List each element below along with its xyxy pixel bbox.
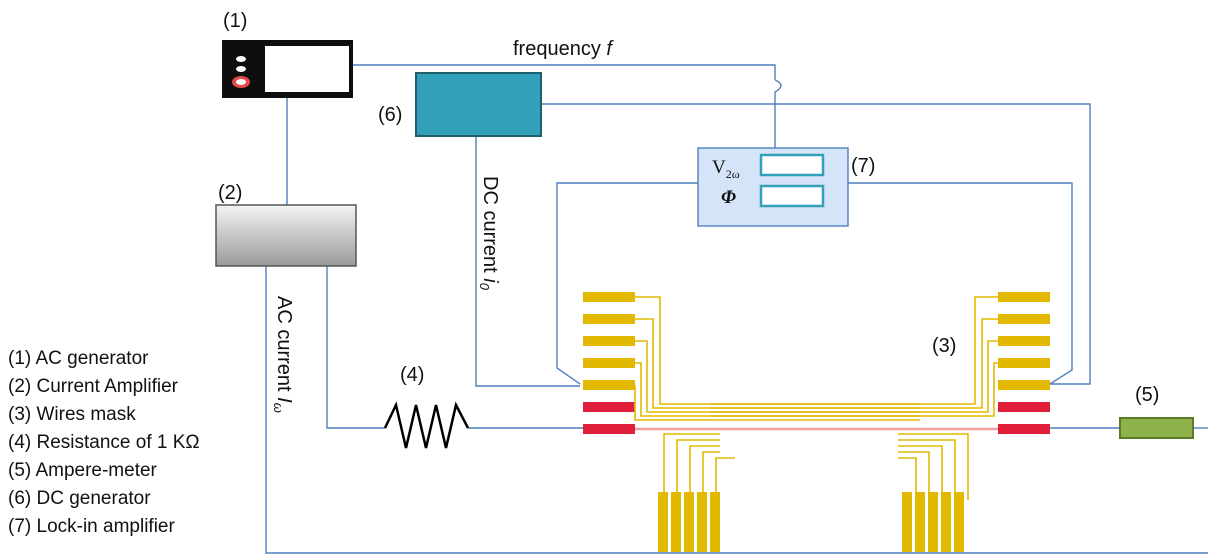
ac-current-label: AC current Iω bbox=[271, 296, 295, 413]
legend-item: (2) Current Amplifier bbox=[8, 376, 179, 397]
wires-mask bbox=[583, 292, 1050, 552]
legend-item: (3) Wires mask bbox=[8, 404, 136, 425]
frequency-label: frequency f bbox=[513, 38, 614, 60]
left-current-pad-2 bbox=[583, 424, 635, 434]
lockin-v-subscript: 2ω bbox=[726, 167, 740, 181]
ac-generator bbox=[222, 40, 353, 98]
resistor bbox=[383, 401, 470, 449]
label-5: (5) bbox=[1135, 384, 1159, 406]
label-1: (1) bbox=[223, 10, 247, 32]
current-amplifier bbox=[215, 204, 357, 267]
ampere-meter bbox=[1119, 417, 1194, 439]
lockin-v-label: V bbox=[712, 157, 726, 178]
legend-item: (4) Resistance of 1 KΩ bbox=[8, 432, 200, 453]
legend-item: (1) AC generator bbox=[8, 348, 149, 369]
legend-item: (6) DC generator bbox=[8, 488, 151, 509]
dc-current-label: DC current i0 bbox=[477, 176, 501, 291]
label-4: (4) bbox=[400, 364, 424, 386]
right-current-pad-1 bbox=[998, 402, 1050, 412]
legend: (1) AC generator (2) Current Amplifier (… bbox=[8, 348, 200, 537]
right-current-pad-2 bbox=[998, 424, 1050, 434]
dc-generator bbox=[415, 72, 542, 137]
legend-item: (5) Ampere-meter bbox=[8, 460, 158, 481]
label-2: (2) bbox=[218, 182, 242, 204]
left-current-pad-1 bbox=[583, 402, 635, 412]
label-6: (6) bbox=[378, 104, 402, 126]
svg-text:V2ω: V2ω bbox=[712, 157, 740, 181]
label-7: (7) bbox=[851, 155, 875, 177]
label-3: (3) bbox=[932, 335, 956, 357]
lock-in-amplifier: V2ω Φ bbox=[697, 147, 849, 227]
lockin-phi-label: Φ bbox=[721, 187, 736, 208]
wires bbox=[265, 64, 1208, 554]
legend-item: (7) Lock-in amplifier bbox=[8, 516, 175, 537]
